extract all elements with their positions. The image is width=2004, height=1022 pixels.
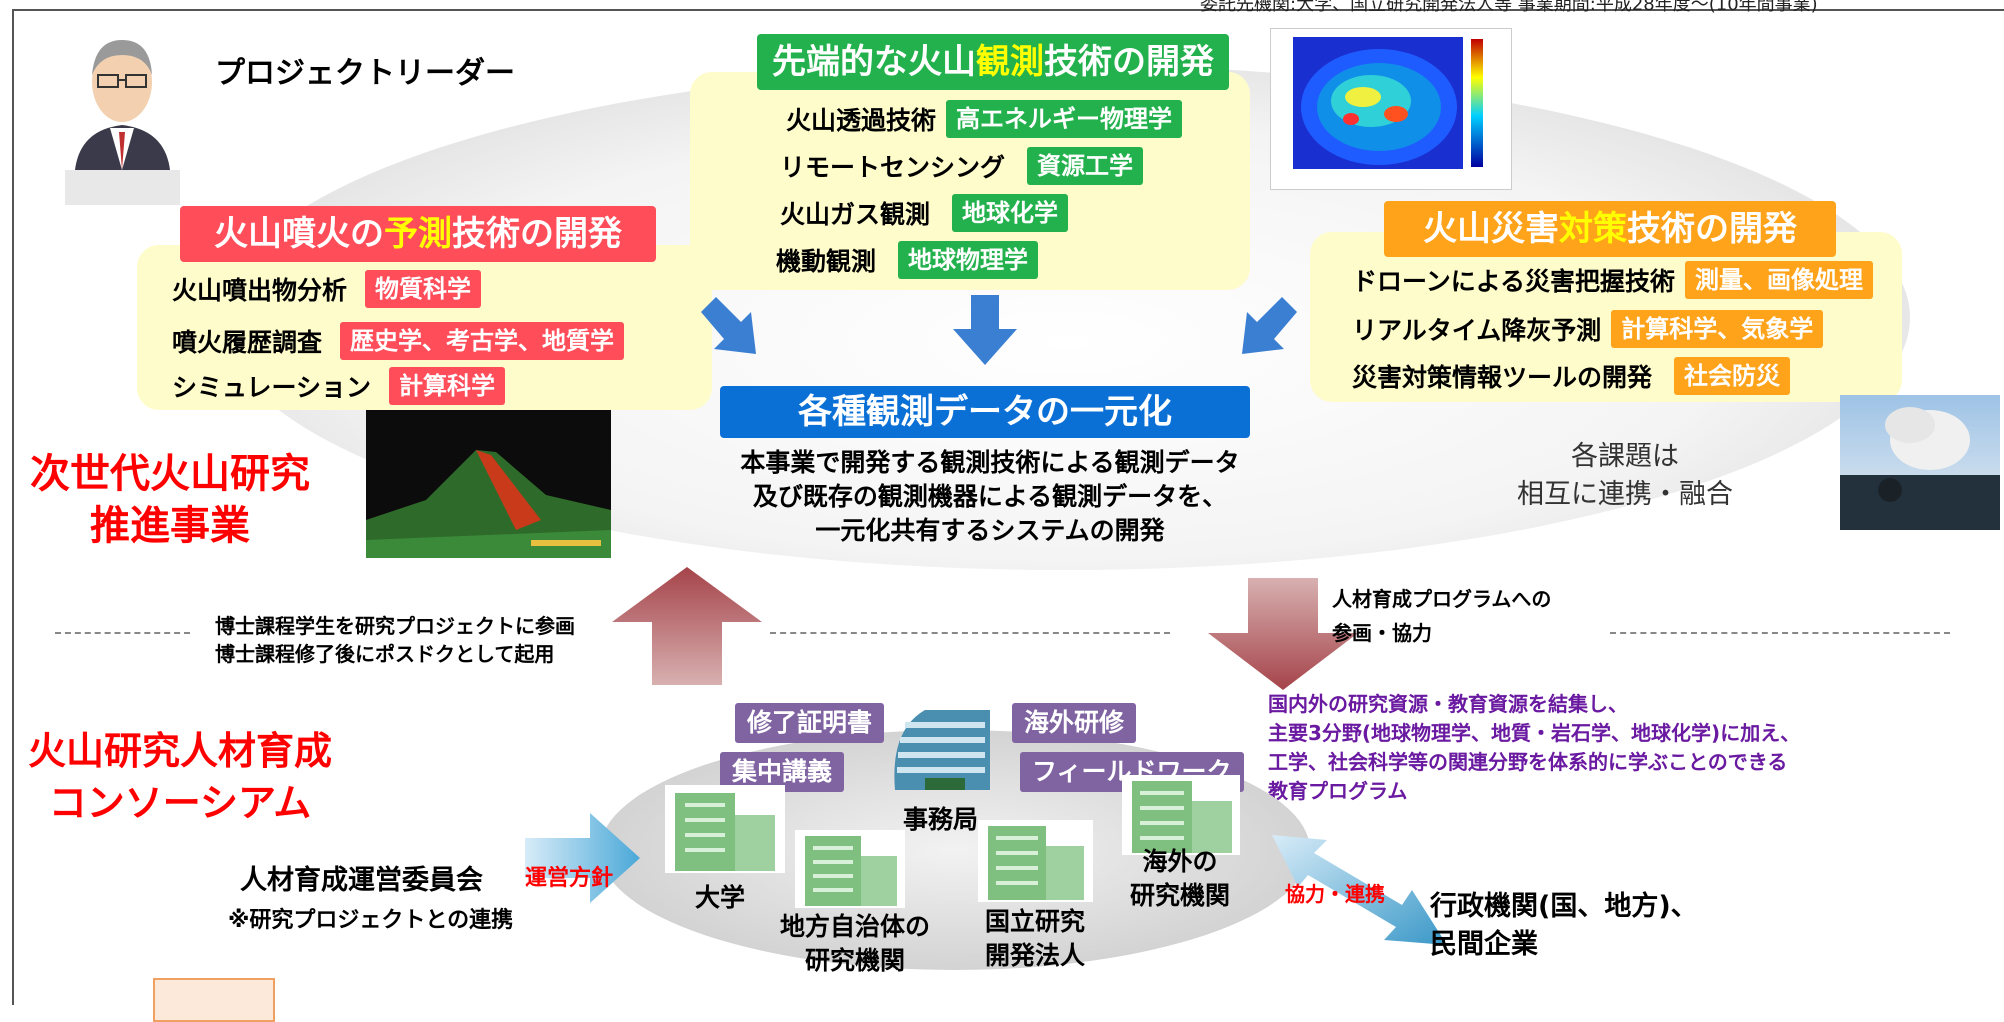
secretariat-building-icon — [885, 700, 1000, 795]
government-label: 行政機関(国、地方)、 民間企業 — [1430, 891, 1698, 960]
countermeasure-item: 災害対策情報ツールの開発社会防災 — [1352, 357, 1791, 395]
unification-title: 各種観測データの一元化 — [720, 386, 1250, 438]
observation-item: 火山透過技術高エネルギー物理学 — [786, 100, 1183, 138]
education-program-text: 国内外の研究資源・教育資源を結集し、 主要3分野(地球物理学、地質・岩石学、地球… — [1268, 692, 1801, 803]
prediction-title: 火山噴火の予測技術の開発 — [180, 206, 656, 262]
consortium-name: 火山研究人材育成 コンソーシアム — [27, 729, 332, 825]
local-gov-label: 地方自治体の 研究機関 — [779, 912, 930, 975]
countermeasure-item: ドローンによる災害把握技術測量、画像処理 — [1352, 261, 1874, 299]
arrow-down-icon — [953, 295, 1017, 365]
prediction-item: シミュレーション計算科学 — [172, 367, 506, 405]
policy-arrow-icon — [525, 808, 640, 908]
countermeasure-title: 火山災害対策技術の開発 — [1384, 201, 1836, 257]
university-building-icon — [665, 785, 785, 873]
arrow-down-big-icon — [1208, 578, 1358, 690]
observation-item: 火山ガス観測地球化学 — [780, 194, 1069, 232]
separator-line — [1610, 632, 1950, 634]
observation-item: リモートセンシング資源工学 — [780, 147, 1144, 185]
cooperation-arrow-icon — [1272, 835, 1447, 945]
top-note: 委託先機関:大学、国立研究開発法人等 事業期間:平成28年度〜(10年間事業) — [1200, 0, 1818, 15]
prediction-item: 火山噴出物分析物質科学 — [172, 270, 482, 308]
prediction-item: 噴火履歴調査歴史学、考古学、地質学 — [172, 322, 625, 360]
university-label: 大学 — [695, 883, 746, 912]
committee-name: 人材育成運営委員会 — [240, 865, 483, 896]
doctoral-note: 博士課程学生を研究プロジェクトに参画 博士課程修了後にポスドクとして起用 — [215, 614, 575, 666]
leader-avatar — [65, 20, 180, 205]
footer-box — [153, 978, 275, 1022]
arrow-down-right-icon — [1232, 292, 1302, 362]
separator-line — [55, 632, 190, 634]
volcano-photo — [1840, 395, 2000, 530]
project-name: 次世代火山研究 推進事業 — [30, 451, 310, 549]
policy-label: 運営方針 — [525, 866, 614, 891]
overseas-institute-building-icon — [1122, 775, 1240, 855]
volcano-simulation-image — [366, 410, 611, 558]
national-institute-label: 国立研究 開発法人 — [984, 907, 1085, 970]
local-gov-building-icon — [795, 830, 905, 908]
committee-note: ※研究プロジェクトとの連携 — [228, 908, 514, 933]
national-institute-building-icon — [978, 820, 1093, 902]
leader-label: プロジェクトリーダー — [215, 56, 515, 91]
hr-program-note: 人材育成プログラムへの 参画・協力 — [1332, 587, 1552, 645]
unification-description: 本事業で開発する観測技術による観測データ 及び既存の観測機器による観測データを、… — [740, 448, 1240, 545]
collab-note: 各課題は 相互に連携・融合 — [1517, 441, 1733, 510]
cooperation-label: 協力・連携 — [1285, 882, 1385, 906]
program-tag-overseas-training: 海外研修 — [1012, 703, 1137, 743]
secretariat-label: 事務局 — [903, 805, 979, 834]
countermeasure-item: リアルタイム降灰予測計算科学、気象学 — [1352, 310, 1824, 348]
separator-line — [770, 632, 1170, 634]
frame-left-line — [12, 9, 14, 1005]
arrow-down-left-icon — [696, 292, 766, 362]
observation-title: 先端的な火山観測技術の開発 — [757, 34, 1229, 90]
frame-top-line — [12, 9, 2004, 11]
arrow-up-icon — [612, 567, 762, 685]
overseas-institute-label: 海外の 研究機関 — [1129, 847, 1230, 910]
muography-image — [1270, 28, 1512, 190]
observation-item: 機動観測地球物理学 — [776, 241, 1039, 279]
program-tag-certificate: 修了証明書 — [735, 703, 885, 743]
